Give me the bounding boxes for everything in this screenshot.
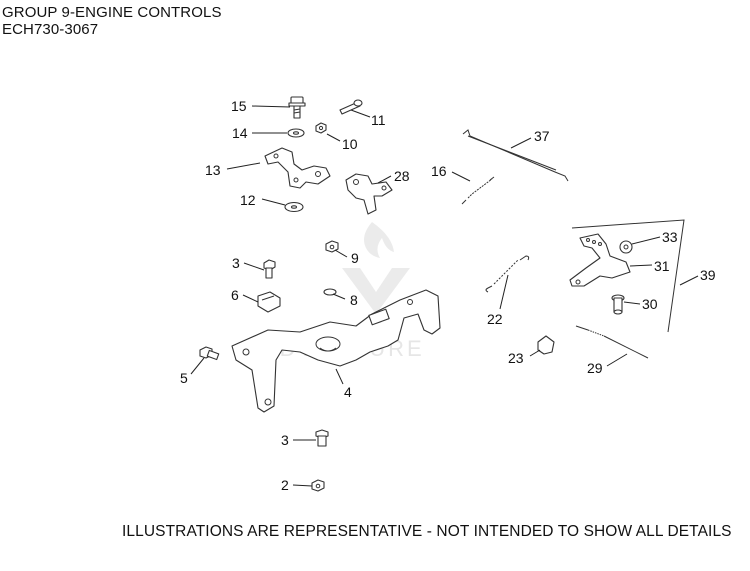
watermark-logo — [342, 222, 410, 314]
part-16-spring[interactable] — [461, 176, 495, 205]
callout-28[interactable]: 28 — [394, 168, 410, 184]
callout-30[interactable]: 30 — [642, 296, 658, 312]
part-23-clip[interactable] — [537, 335, 555, 355]
callout-22[interactable]: 22 — [487, 311, 503, 327]
part-13-control-bracket[interactable] — [264, 147, 331, 189]
part-9-nut[interactable] — [325, 240, 339, 253]
part-14-washer[interactable] — [287, 128, 305, 138]
part-31-lever-arm[interactable] — [569, 233, 631, 287]
callout-4[interactable]: 4 — [344, 384, 352, 400]
part-22-spring[interactable] — [485, 255, 530, 293]
callout-39[interactable]: 39 — [700, 267, 716, 283]
callout-6[interactable]: 6 — [231, 287, 239, 303]
callout-11[interactable]: 11 — [371, 112, 386, 128]
leader-lines — [190, 105, 699, 487]
callout-33[interactable]: 33 — [662, 229, 678, 245]
part-30-pin[interactable] — [611, 294, 625, 315]
part-29-cable[interactable] — [575, 325, 649, 359]
callout-13[interactable]: 13 — [205, 162, 221, 178]
part-5-bolt[interactable] — [199, 346, 220, 361]
callout-labels: 15 11 14 10 13 28 12 37 16 3 9 6 8 33 31… — [180, 98, 716, 493]
callout-9[interactable]: 9 — [351, 250, 359, 266]
callout-2[interactable]: 2 — [281, 477, 289, 493]
part-3-bolt-upper[interactable] — [263, 259, 276, 279]
callout-29[interactable]: 29 — [587, 360, 603, 376]
part-8-washer[interactable] — [323, 288, 337, 296]
callout-14[interactable]: 14 — [232, 125, 248, 141]
part-12-washer[interactable] — [284, 201, 304, 213]
model-number: ECH730-3067 — [2, 21, 99, 38]
part-37-rod[interactable] — [462, 129, 569, 182]
callout-3-upper[interactable]: 3 — [232, 255, 240, 271]
disclaimer-text: ILLUSTRATIONS ARE REPRESENTATIVE - NOT I… — [122, 523, 732, 540]
callout-23[interactable]: 23 — [508, 350, 524, 366]
callout-15[interactable]: 15 — [231, 98, 247, 114]
part-6-clip[interactable] — [257, 291, 281, 313]
part-33-nut[interactable] — [619, 240, 633, 254]
part-3-bolt-lower[interactable] — [315, 429, 329, 447]
callout-3-lower[interactable]: 3 — [281, 432, 289, 448]
diagram-group-title: GROUP 9-ENGINE CONTROLS — [2, 4, 222, 21]
part-2-nut[interactable] — [311, 479, 325, 492]
callout-12[interactable]: 12 — [240, 192, 256, 208]
part-39-assembly-frame[interactable] — [571, 219, 685, 333]
callout-5[interactable]: 5 — [180, 370, 188, 386]
callout-16[interactable]: 16 — [431, 163, 447, 179]
part-4-control-plate[interactable] — [231, 289, 441, 413]
callout-10[interactable]: 10 — [342, 136, 358, 152]
callout-37[interactable]: 37 — [534, 128, 550, 144]
part-28-lever[interactable] — [345, 173, 393, 215]
part-11-pin[interactable] — [339, 99, 363, 115]
part-15-bolt[interactable] — [288, 96, 306, 119]
callout-8[interactable]: 8 — [350, 292, 358, 308]
part-10-nut[interactable] — [315, 122, 327, 134]
callout-31[interactable]: 31 — [654, 258, 670, 274]
